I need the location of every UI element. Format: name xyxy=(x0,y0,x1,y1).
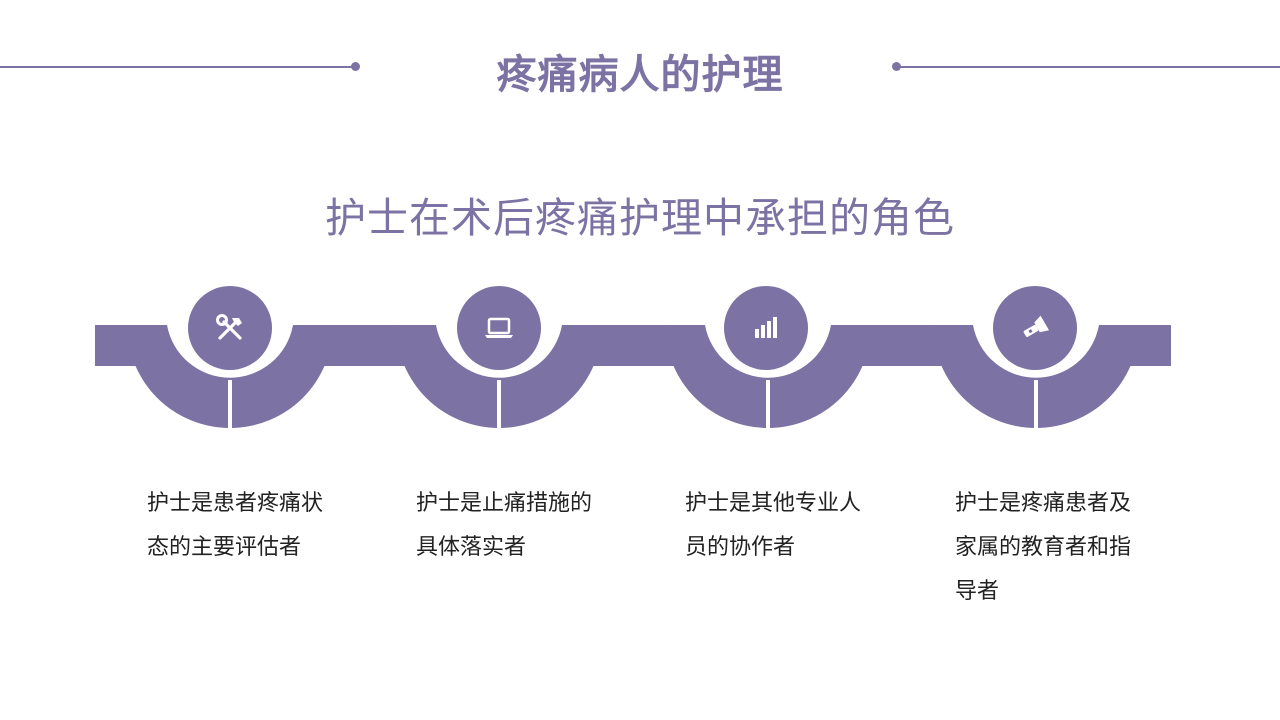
flashlight-icon xyxy=(1023,315,1050,337)
ribbon-arc-3 xyxy=(665,325,871,428)
ribbon-divider-2 xyxy=(497,380,501,432)
step-4-description: 护士是疼痛患者及家属的教育者和指导者 xyxy=(955,491,1132,604)
header-rule-dot-right xyxy=(892,62,901,71)
header-rule-dot-left xyxy=(351,62,360,71)
ribbon-divider-3 xyxy=(766,380,770,432)
header-rule-right xyxy=(897,66,1280,68)
ribbon-arc-1 xyxy=(127,325,333,428)
step-3-icon-circle xyxy=(724,286,808,370)
bar-chart-icon xyxy=(755,317,777,338)
ribbon-arc-4 xyxy=(933,325,1139,428)
ribbon-divider-1 xyxy=(228,380,232,432)
tools-icon xyxy=(216,314,242,340)
step-1-icon-circle xyxy=(188,286,272,370)
section-subtitle: 护士在术后疼痛护理中承担的角色 xyxy=(325,194,955,242)
laptop-icon xyxy=(485,317,513,338)
ribbon-divider-4 xyxy=(1034,380,1038,432)
page-title: 疼痛病人的护理 xyxy=(496,52,784,98)
header-rule-left xyxy=(0,66,354,68)
step-4-icon-circle xyxy=(993,286,1077,370)
step-1-description: 护士是患者疼痛状态的主要评估者 xyxy=(147,491,324,560)
step-2-description: 护士是止痛措施的具体落实者 xyxy=(416,491,593,560)
step-2-icon-circle xyxy=(457,286,541,370)
step-3-description: 护士是其他专业人员的协作者 xyxy=(685,491,862,560)
ribbon-arc-2 xyxy=(396,325,602,428)
